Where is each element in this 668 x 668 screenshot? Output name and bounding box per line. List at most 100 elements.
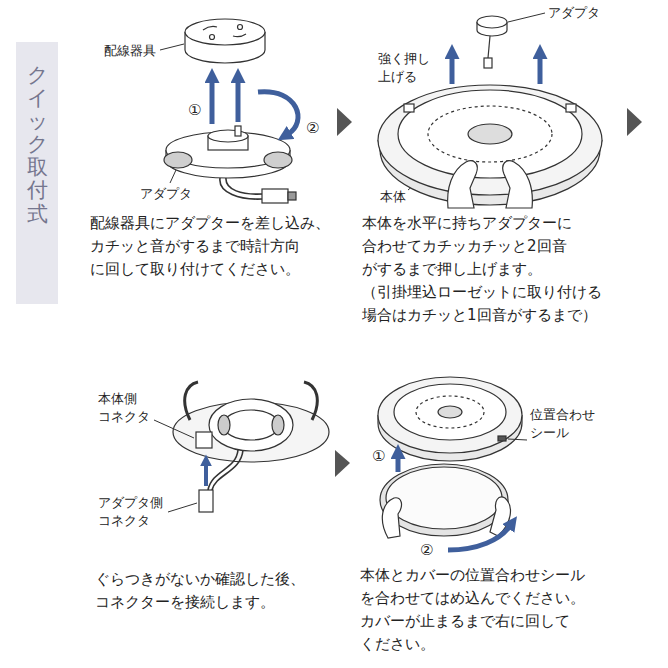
move-arrow [452,56,540,84]
light-body [378,377,522,461]
text-line: 強く押し [378,50,430,68]
step-triangle [335,450,350,477]
text-line: 配線器具にアダプターを差し込み、 [90,212,330,235]
light-body [416,396,484,428]
hand [448,161,478,208]
move-arrow [204,464,208,486]
text-line: シール [530,424,595,442]
text-line: ぐらつきがないか確認した後、 [95,568,305,591]
step-caption: ぐらつきがないか確認した後、 コネクターを接続します。 [95,568,305,614]
light-body [378,85,602,205]
adapter [208,450,243,490]
text-line: 本体とカバーの位置合わせシール [360,564,585,587]
text-line: アダプタ側 [98,494,163,512]
part-label: アダプタ側 コネクタ [98,494,163,530]
text-line: がするまで押し上げます。 [362,258,572,281]
step-triangle [337,108,352,136]
leader-line [154,420,194,438]
step-caption: 本体を水平に持ちアダプターに 合わせてカチッカチッと2回音 がするまで押し上げま… [362,212,572,281]
connector [199,490,213,512]
light-body [378,377,522,453]
adapter [288,192,296,200]
leader-line [508,439,527,440]
hand [382,497,510,538]
move-arrow [450,56,455,84]
move-arrow [204,464,208,486]
adapter [264,152,292,168]
adapter [477,16,507,28]
text-line: 上げる [378,68,430,86]
leader-line [508,13,545,22]
text-line: 場合はカチッと1回音がするまで） [362,304,602,327]
callout-number: ② [306,118,319,138]
text-line: ① [372,446,385,466]
hand [382,498,401,538]
text-line: アダプタ [548,4,600,21]
connector [196,432,212,448]
part-label: 本体側 コネクタ [98,390,150,426]
light-body [468,124,512,144]
leader-line [160,44,184,50]
text-line: 本体側 [98,390,150,408]
connector [196,432,213,512]
part-label: 位置合わせ シール [530,406,595,442]
part-label: アダプタ [140,185,192,202]
light-body [498,436,506,441]
text-line: 位置合わせ [530,406,595,424]
light-body [404,104,414,112]
text-line: コネクターを接続します。 [95,591,305,614]
step-caption: 配線器具にアダプターを差し込み、 カチッと音がするまで時計方向 に回して取り付け… [90,212,330,281]
text-line: カバーが止まるまで右に回して [360,610,585,633]
light-body [378,85,602,195]
move-arrow [212,80,298,134]
adapter [223,410,279,440]
text-line: アダプタ [140,185,192,202]
move-arrow [448,526,510,550]
vertical-title: クイック取付式 [27,64,48,226]
leader-line [170,170,176,183]
adapter [477,16,507,68]
text-line: ② [306,118,319,138]
move-arrow [258,92,298,134]
wiring-fixture [210,35,215,40]
text-line: を合わせてはめ込んでください。 [360,587,585,610]
text-line: ② [420,540,433,560]
leader-line [508,439,527,440]
move-arrow [398,456,510,550]
adapter [208,130,248,142]
adapter [235,126,241,136]
part-label: 配線器具 [104,42,156,59]
text-line: （引掛埋込ローゼットに取り付ける [362,281,602,304]
text-line: ① [188,100,201,120]
adapter [488,36,490,58]
callout-number: ① [372,446,385,466]
title-band: クイック取付式 [16,42,58,304]
light-body [398,90,582,178]
adapter [218,415,230,435]
light-body [173,382,329,462]
move-arrow [210,80,215,124]
cover [386,467,502,529]
callout-number: ① [188,100,201,120]
part-label: 本体 [380,188,406,205]
wiring-fixture [185,19,265,63]
adapter [272,415,284,435]
part-label: 強く押し 上げる [378,50,430,86]
step-triangle [627,108,642,136]
adapter [484,58,492,68]
text-line: 本体を水平に持ちアダプターに [362,212,572,235]
light-body [394,384,506,440]
text-line: に回して取り付けてください。 [90,258,330,281]
text-line: コネクタ [98,512,163,530]
leader-line [168,503,197,512]
callout-number: ② [420,540,433,560]
light-body [566,104,576,112]
move-arrow [538,56,543,84]
text-line: 配線器具 [104,42,156,59]
adapter [209,399,293,451]
part-label: アダプタ [548,4,600,21]
adapter [220,178,262,199]
text-line: カチッと音がするまで時計方向 [90,235,330,258]
step-note: （引掛埋込ローゼットに取り付ける 場合はカチッと1回音がするまで） [362,281,602,327]
